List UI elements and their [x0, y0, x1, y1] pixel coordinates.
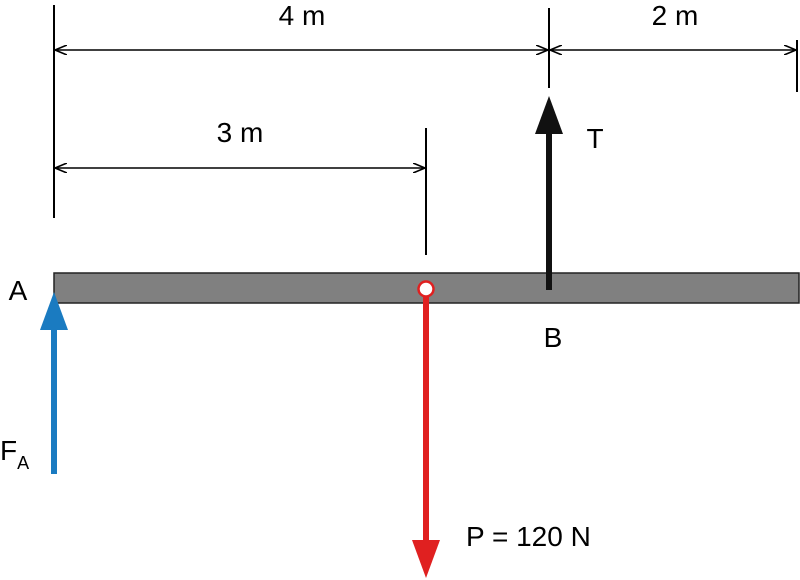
- reaction-arrow-head: [40, 292, 68, 330]
- load-force-arrow: [412, 291, 440, 578]
- dimension-label-2m: 2 m: [652, 0, 699, 31]
- force-label-fa: FA: [0, 435, 29, 473]
- dimension-lines: [55, 50, 796, 168]
- dimension-label-4m: 4 m: [279, 0, 326, 31]
- force-label-fa-subscript: A: [17, 453, 29, 473]
- load-application-point: [417, 280, 435, 298]
- tension-arrow-head: [535, 96, 563, 134]
- extension-lines: [53, 5, 798, 255]
- force-label-p: P = 120 N: [466, 521, 591, 552]
- force-label-fa-main: F: [0, 435, 17, 466]
- force-label-t: T: [586, 123, 603, 154]
- point-label-a: A: [9, 275, 28, 306]
- point-label-b: B: [544, 322, 563, 353]
- reaction-force-arrow: [40, 292, 68, 474]
- load-arrow-head: [412, 540, 440, 578]
- dimension-label-3m: 3 m: [217, 117, 264, 148]
- tension-force-arrow: [535, 96, 563, 290]
